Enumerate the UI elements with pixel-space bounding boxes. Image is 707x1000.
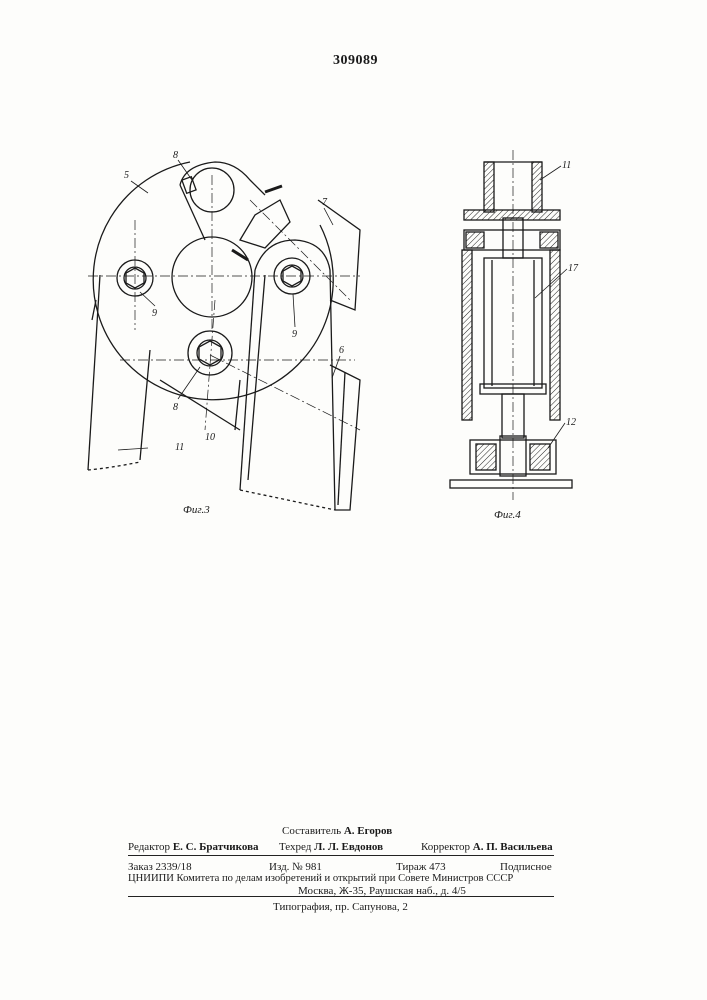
typography-line: Типография, пр. Сапунова, 2 [273,900,408,914]
fig3-label-8-bottom: 8 [173,402,178,413]
compiler-label: Составитель [282,825,341,837]
fig3-label-9-right: 9 [292,329,297,340]
corrector-label: Корректор [421,841,470,853]
editor-label: Редактор [128,841,170,853]
fig3-caption: Фиг.3 [183,504,210,516]
fig3-label-10: 10 [205,432,215,443]
fig3-label-9-left: 9 [152,308,157,319]
compiler-line: Составитель А. Егоров [282,824,392,838]
compiler-name: А. Егоров [344,825,392,837]
fig4-label-12: 12 [566,417,576,428]
technical-drawings: 5 8 7 9 9 6 8 11 10 Фиг.3 [0,0,707,560]
fig4-caption: Фиг.4 [494,509,521,521]
fig3-label-5: 5 [124,170,129,181]
techred-name: Л. Л. Евдонов [314,841,383,853]
corrector-name: А. П. Васильева [473,841,553,853]
techred-line: Техред Л. Л. Евдонов [279,840,383,854]
editor-name: Е. С. Братчикова [173,841,259,853]
fig4-label-17: 17 [568,263,579,274]
techred-label: Техред [279,841,311,853]
fig3-label-11: 11 [175,442,184,453]
editor-line: Редактор Е. С. Братчикова [128,840,259,854]
fig3-label-6: 6 [339,345,344,356]
figure-3-drawing [88,162,360,510]
figure-3-labels: 5 8 7 9 9 6 8 11 10 Фиг.3 [124,150,344,516]
figure-4-drawing [450,150,572,500]
imprint-divider-top [128,855,554,856]
corrector-line: Корректор А. П. Васильева [421,840,553,854]
fig3-label-8-top: 8 [173,150,178,161]
fig4-label-11: 11 [562,160,571,171]
imprint-divider-bottom [128,896,554,897]
